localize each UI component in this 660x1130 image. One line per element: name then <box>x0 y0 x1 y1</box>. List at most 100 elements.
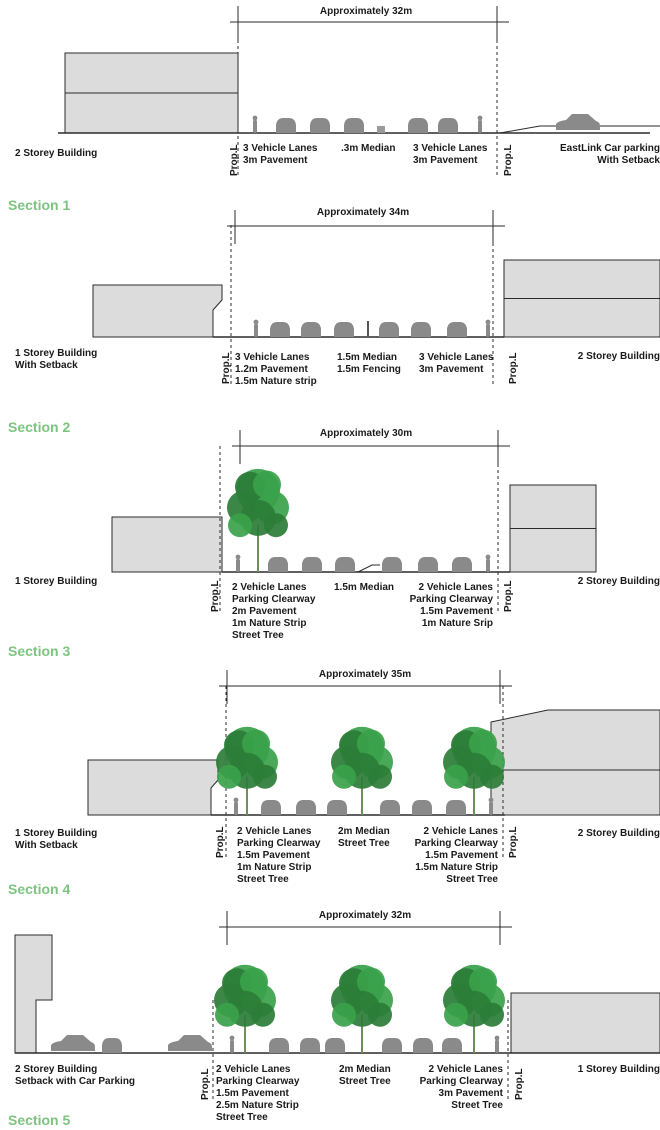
section-4-pedestrian-right <box>489 802 493 815</box>
section-2-pedestrian-left <box>254 324 258 337</box>
section-2-title: Section 2 <box>8 419 71 435</box>
section-1-pedestrian-right-head <box>477 115 483 121</box>
section-3-vehicle-1 <box>302 557 322 572</box>
section-2-pedestrian-left-head <box>253 319 259 325</box>
section-4-vehicle-5 <box>446 800 466 815</box>
section-5-pedestrian-right-head <box>494 1035 500 1041</box>
section-5-prop-left: Prop.L <box>200 1068 211 1100</box>
section-3-prop-left: Prop.L <box>210 580 221 612</box>
section-2-left-building <box>92 284 223 338</box>
section-2-fence <box>367 321 369 337</box>
section-3-title: Section 3 <box>8 643 71 659</box>
section-4-vehicle-4 <box>412 800 432 815</box>
section-4-tree-right-foliage <box>480 764 504 789</box>
section-5-pedestrian-left <box>230 1040 234 1053</box>
section-4-prop-left: Prop.L <box>215 826 226 858</box>
section-1-vehicle-2 <box>344 118 364 133</box>
section-4-vehicle-2 <box>327 800 347 815</box>
section-4-vehicle-1 <box>296 800 316 815</box>
section-3-vehicle-5 <box>452 557 472 572</box>
section-1-pedestrian-left <box>253 120 257 133</box>
section-5-pedestrian-right <box>495 1040 499 1053</box>
section-1-median: .3m Median <box>341 143 396 154</box>
section-2-pedestrian-right-head <box>485 319 491 325</box>
section-1-vehicle-3 <box>408 118 428 133</box>
section-1-eastlink-ramp <box>499 125 660 134</box>
section-4-tree-right-foliage <box>469 729 497 758</box>
section-5-tree-left-foliage <box>215 1002 239 1027</box>
section-4-right-building: 2 Storey Building <box>577 828 660 839</box>
section-2-vehicle-5 <box>447 322 467 337</box>
section-1-title: Section 1 <box>8 197 71 213</box>
section-1-vehicle-4 <box>438 118 458 133</box>
section-5-title: Section 5 <box>8 1112 71 1128</box>
section-3-left-building <box>111 516 223 573</box>
section-5-prop-right: Prop.L <box>514 1068 525 1100</box>
section-4-tree-median-foliage <box>357 729 385 758</box>
section-3-median-curb <box>357 564 380 573</box>
section-4-prop-right: Prop.L <box>508 826 519 858</box>
section-5-tree-median-foliage <box>368 1002 392 1027</box>
section-4-left-building <box>87 759 219 816</box>
section-4-right-building <box>490 709 660 816</box>
section-3-street-tree-foliage <box>228 513 252 538</box>
section-3-vehicle-2 <box>335 557 355 572</box>
section-5-right-building <box>510 992 660 1054</box>
section-3-vehicle-0 <box>268 557 288 572</box>
section-5-parked-small <box>102 1038 122 1053</box>
section-1-median-mark <box>377 126 385 133</box>
section-4-tree-left-foliage <box>217 764 241 789</box>
section-5-tree-right-foliage <box>480 1002 504 1027</box>
section-5-tree-right-foliage <box>444 1002 468 1027</box>
section-4-vehicle-0 <box>261 800 281 815</box>
section-2-right-building: 2 Storey Building <box>577 351 660 362</box>
section-5-vehicle-1 <box>300 1038 320 1053</box>
section-1-pedestrian-left-head <box>252 115 258 121</box>
section-2-prop-left: Prop.L <box>221 352 232 384</box>
section-4-pedestrian-right-head <box>488 797 494 803</box>
section-5-vehicle-5 <box>442 1038 462 1053</box>
section-5-vehicle-3 <box>382 1038 402 1053</box>
section-4-tree-median-foliage <box>368 764 392 789</box>
section-4-tree-left-foliage <box>253 764 277 789</box>
section-4-pedestrian-left <box>234 802 238 815</box>
section-3-prop-right: Prop.L <box>503 580 514 612</box>
section-2-vehicle-0 <box>270 322 290 337</box>
section-3-dimension: Approximately 30m <box>319 428 413 439</box>
section-5-tree-left-foliage <box>251 1002 275 1027</box>
section-4-tree-median-foliage <box>332 764 356 789</box>
section-4-pedestrian-left-head <box>233 797 239 803</box>
section-1-pedestrian-right <box>478 120 482 133</box>
section-5-dimension: Approximately 32m <box>318 910 412 921</box>
section-1-dimension: Approximately 32m <box>319 6 413 17</box>
section-5-parked-car-left <box>51 1035 95 1051</box>
section-5-vehicle-2 <box>325 1038 345 1053</box>
section-4-title: Section 4 <box>8 881 71 897</box>
section-4-tree-right-foliage <box>444 764 468 789</box>
section-1-left-building: 2 Storey Building <box>15 148 98 159</box>
section-3-pedestrian-left-head <box>235 554 241 560</box>
section-5-right-building: 1 Storey Building <box>577 1064 660 1075</box>
section-1-parked-car <box>556 114 600 130</box>
section-5-parked-car-right <box>168 1035 212 1051</box>
section-3-vehicle-3 <box>382 557 402 572</box>
section-3-street-tree-foliage <box>264 513 288 538</box>
section-5-tree-median-foliage <box>357 967 385 996</box>
section-1-prop-right: Prop.L <box>503 144 514 176</box>
